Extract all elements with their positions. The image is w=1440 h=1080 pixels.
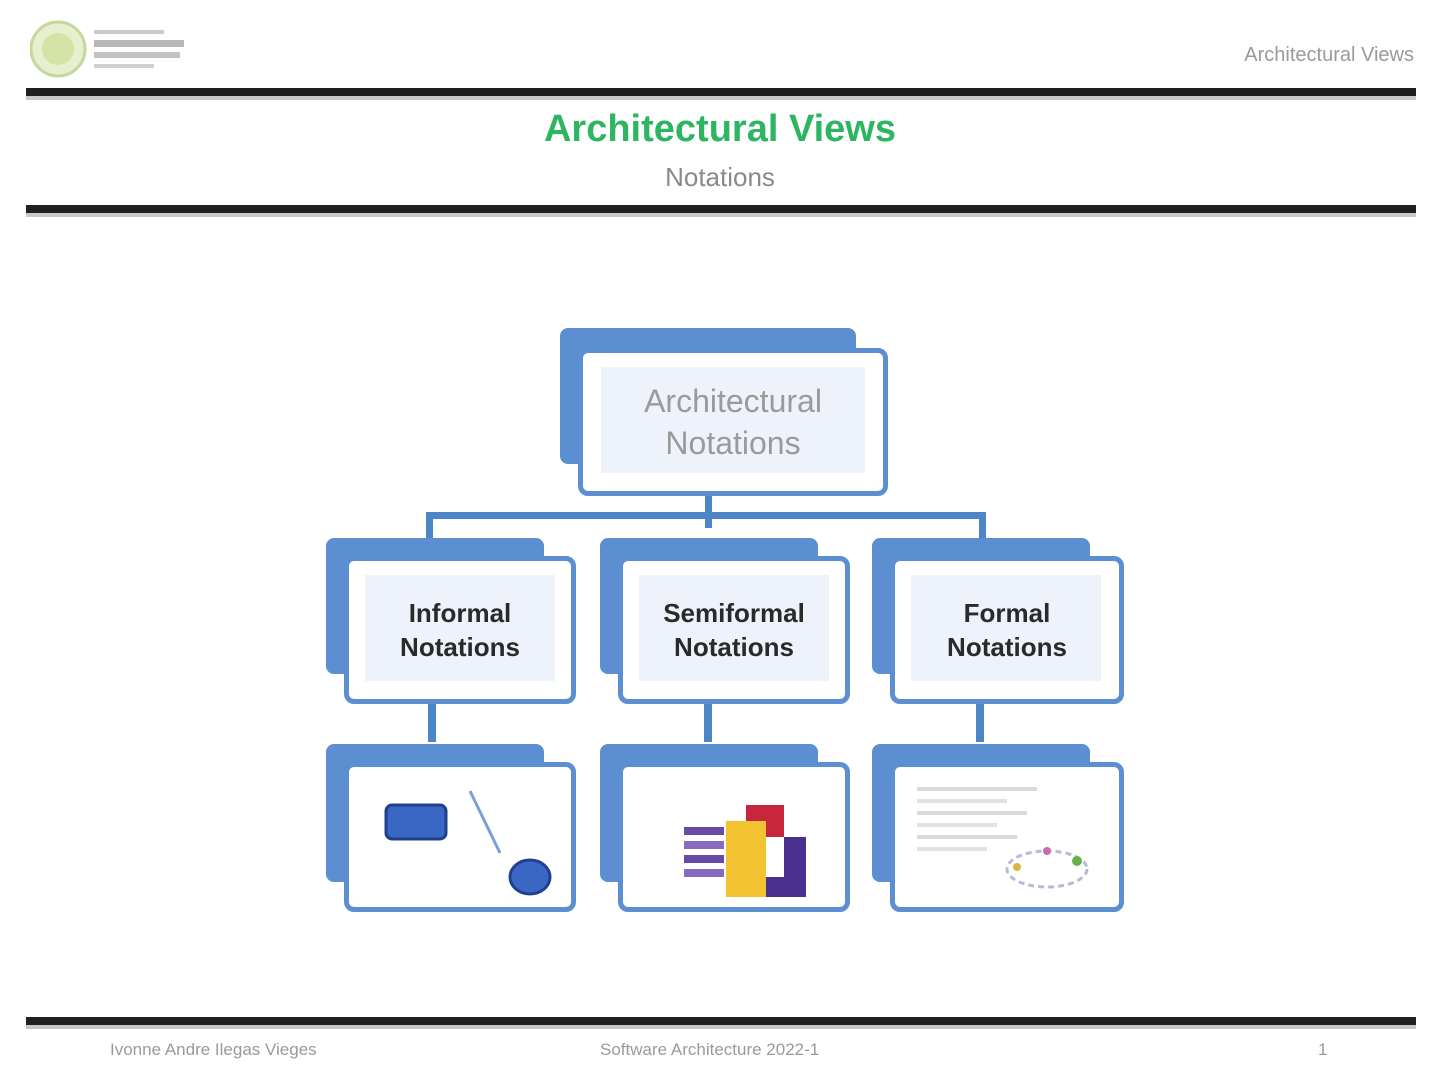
connector-right-image bbox=[976, 700, 984, 742]
uml-logo-image bbox=[684, 805, 806, 897]
footer-author: Ivonne Andre Ilegas Vieges bbox=[110, 1040, 317, 1059]
connector-right-down bbox=[979, 512, 986, 540]
slide-title: Architectural Views bbox=[543, 108, 896, 150]
slide-subtitle: Notations bbox=[665, 162, 775, 192]
slide-header: Architectural Views bbox=[0, 0, 1440, 90]
category-label-line2: Notations bbox=[674, 632, 794, 662]
connector-center-image bbox=[704, 700, 712, 742]
category-label-line2: Notations bbox=[400, 632, 520, 662]
root-node-label-line2: Notations bbox=[665, 425, 801, 461]
root-node-label-line1: Architectural bbox=[644, 383, 822, 419]
connector-root-down bbox=[705, 492, 712, 528]
image-node-semiformal bbox=[600, 744, 850, 912]
title-rule bbox=[26, 205, 1416, 217]
category-label-line1: Informal bbox=[408, 598, 512, 628]
category-node-informal: Informal Notations bbox=[326, 538, 576, 704]
footer-page-number: 1 bbox=[1318, 1040, 1328, 1059]
informal-diagram-image bbox=[384, 790, 552, 896]
formal-spec-image bbox=[917, 787, 1089, 889]
category-label-line1: Semiformal bbox=[663, 598, 805, 628]
category-label-line2: Notations bbox=[947, 632, 1067, 662]
category-node-semiformal: Semiformal Notations bbox=[600, 538, 850, 704]
university-logo bbox=[30, 20, 184, 78]
footer-rule bbox=[26, 1017, 1416, 1029]
footer-course: Software Architecture 2022-1 bbox=[600, 1040, 820, 1059]
connector-left-down bbox=[426, 512, 433, 540]
header-rule bbox=[26, 88, 1416, 100]
category-node-formal: Formal Notations bbox=[872, 538, 1124, 704]
root-node: Architectural Notations bbox=[560, 328, 888, 496]
header-title: Architectural Views bbox=[1244, 44, 1414, 66]
connector-left-image bbox=[428, 700, 436, 742]
image-node-formal bbox=[872, 744, 1124, 912]
category-label-line1: Formal bbox=[963, 598, 1051, 628]
image-node-informal bbox=[326, 744, 576, 912]
connector-horizontal bbox=[426, 512, 986, 519]
